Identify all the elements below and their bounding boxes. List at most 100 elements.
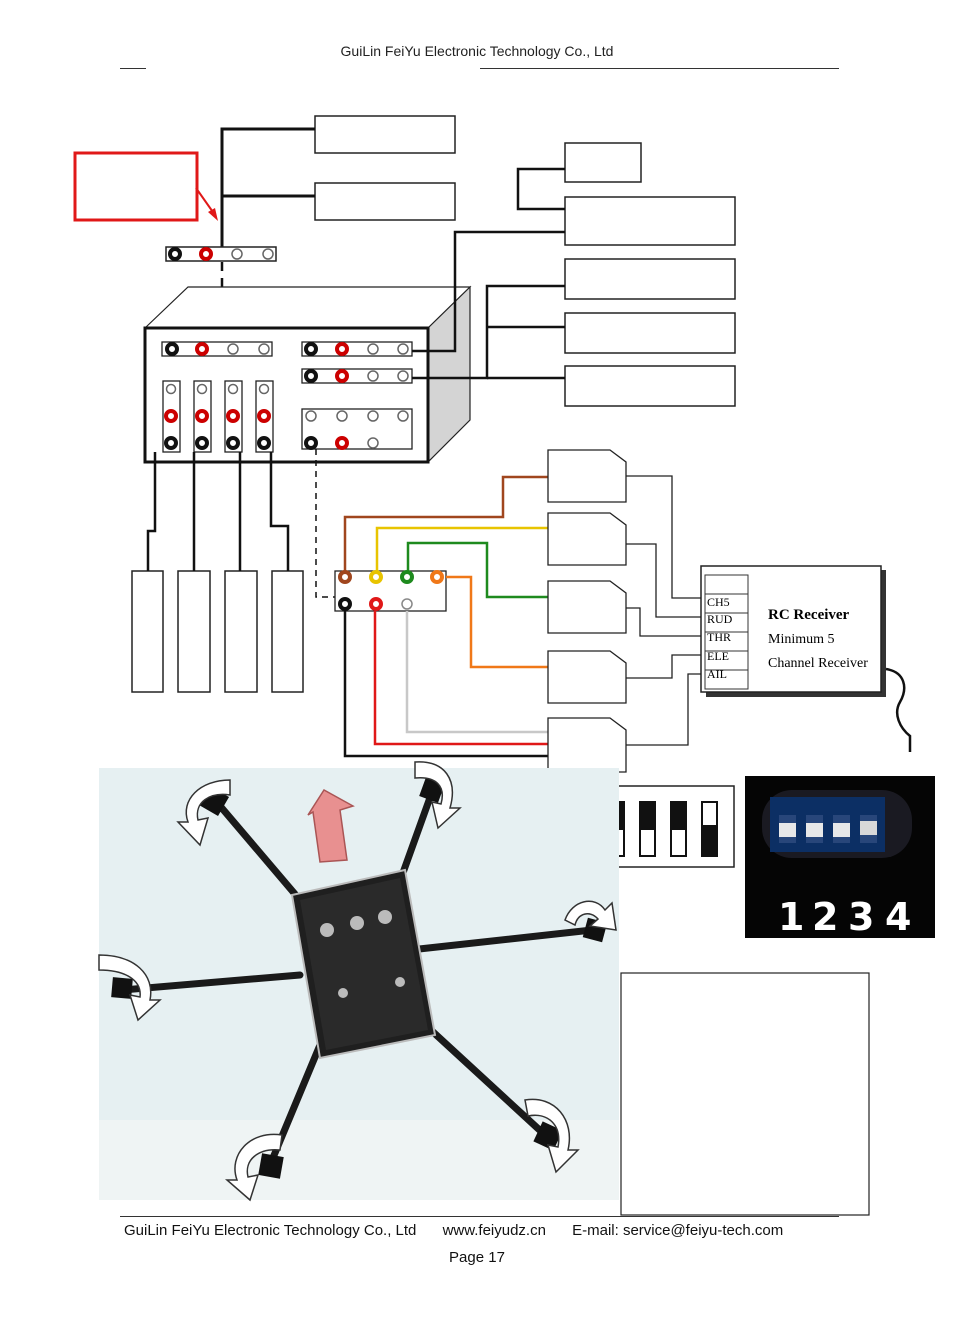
label-box-right-1 <box>564 142 642 183</box>
receiver-subtitle-2: Channel Receiver <box>768 656 868 671</box>
board-hole <box>350 916 364 930</box>
label-box-right-4 <box>564 312 736 354</box>
receiver-channel-label: RUD <box>707 612 733 626</box>
wire-red <box>373 611 548 746</box>
receiver-channel-label: THR <box>707 630 731 644</box>
dip-photo-number: 2 <box>812 895 838 939</box>
footer-rule <box>120 1216 839 1217</box>
pin <box>338 597 352 611</box>
wire-black <box>343 611 548 758</box>
pin <box>397 343 409 355</box>
pin <box>367 410 379 422</box>
dip-knob <box>641 830 654 855</box>
wire-brown <box>343 475 548 571</box>
label-box-top-2 <box>314 182 456 221</box>
receiver-port <box>704 574 749 595</box>
pin <box>335 369 349 383</box>
connector <box>301 341 413 357</box>
connector <box>161 341 273 357</box>
pin <box>397 410 409 422</box>
pin <box>165 342 179 356</box>
pin <box>367 343 379 355</box>
top-connector <box>165 246 277 262</box>
receiver-port <box>704 669 749 690</box>
label-box-right-3 <box>564 258 736 300</box>
wire-gray <box>405 611 548 734</box>
pin <box>304 342 318 356</box>
pin <box>400 570 414 584</box>
connector <box>301 368 413 384</box>
hexacopter-photo <box>99 768 619 1200</box>
pin <box>338 570 352 584</box>
footer-company: GuiLin FeiYu Electronic Technology Co., … <box>124 1222 417 1239</box>
wire-right-1 <box>412 230 565 353</box>
wire-green <box>406 541 548 599</box>
dip-photo-number: 4 <box>885 895 911 939</box>
callout-arrowhead <box>208 208 218 221</box>
pin <box>227 343 239 355</box>
pin <box>195 342 209 356</box>
header-rule-right <box>480 68 839 69</box>
pin <box>367 370 379 382</box>
receiver-channel-label: ELE <box>707 649 729 663</box>
esc-connectors <box>162 380 274 453</box>
pin <box>305 410 317 422</box>
dashed-link-2 <box>315 449 336 598</box>
label-box-top-1 <box>314 115 456 154</box>
dip-photo-knob <box>779 823 796 837</box>
pin <box>335 436 349 450</box>
pin <box>369 597 383 611</box>
wire-yellow <box>375 526 548 571</box>
dip-photo-number: 1 <box>778 895 804 939</box>
receiver-subtitle: Minimum 5 <box>768 632 835 647</box>
pin <box>397 370 409 382</box>
board-panel <box>300 878 428 1050</box>
wire-right-2 <box>412 284 565 380</box>
receiver-channel-label: AIL <box>707 667 727 681</box>
wire-loop <box>516 167 565 211</box>
receiver-title: RC Receiver <box>768 607 850 623</box>
controller-box-top <box>143 286 472 329</box>
footer-email[interactable]: E-mail: service@feiyu-tech.com <box>572 1222 784 1239</box>
pin <box>199 247 213 261</box>
direction-arrow <box>307 789 355 863</box>
wire-orange <box>446 575 548 669</box>
dip-photo-knob <box>860 821 877 835</box>
rotation-arrows <box>98 761 617 1202</box>
pin <box>336 410 348 422</box>
page-footer: GuiLin FeiYu Electronic Technology Co., … <box>124 1222 805 1239</box>
header-rule-left <box>120 68 146 69</box>
folded-label-boxes <box>547 449 627 773</box>
esc-boxes <box>131 452 304 693</box>
receiver-channel-label: CH5 <box>707 595 730 609</box>
label-box-right-2 <box>564 196 736 246</box>
dip-photo-knob <box>806 823 823 837</box>
page-number: Page 17 <box>449 1249 505 1266</box>
pin <box>401 598 413 610</box>
pin <box>369 570 383 584</box>
board-hole <box>338 988 348 998</box>
callout-box <box>73 151 199 222</box>
pin <box>367 437 379 449</box>
dip-knob <box>703 803 716 825</box>
pin <box>258 343 270 355</box>
receiver-wires <box>626 475 703 746</box>
pin <box>168 247 182 261</box>
dip-knob <box>672 830 685 855</box>
pin <box>262 248 274 260</box>
receiver-antenna <box>885 667 912 752</box>
board-hole <box>320 923 334 937</box>
board-hole <box>395 977 405 987</box>
receiver-connector <box>334 570 447 612</box>
label-box-right-5 <box>564 365 736 407</box>
wire-top-1 <box>220 127 315 248</box>
pin <box>335 342 349 356</box>
pin <box>430 570 444 584</box>
pin <box>304 436 318 450</box>
connector <box>301 408 413 450</box>
page-header: GuiLin FeiYu Electronic Technology Co., … <box>340 43 614 59</box>
dip-photo-knob <box>833 823 850 837</box>
footer-website[interactable]: www.feiyudz.cn <box>442 1222 546 1239</box>
pin <box>231 248 243 260</box>
